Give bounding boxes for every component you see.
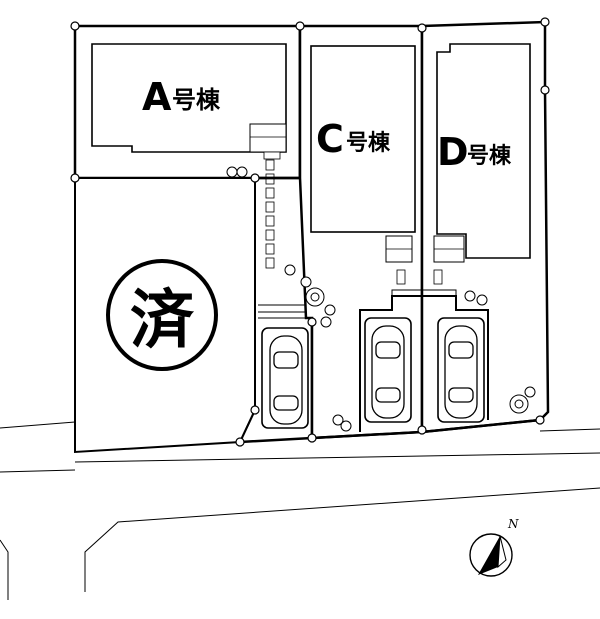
lot-d[interactable]: D 号棟 xyxy=(420,20,550,434)
building-d xyxy=(436,43,531,259)
svg-text:C: C xyxy=(316,117,344,161)
lot-c-label: C 号棟 xyxy=(316,117,391,161)
parking-space-a xyxy=(261,327,309,429)
parking-area-cd xyxy=(359,289,489,432)
svg-text:号棟: 号棟 xyxy=(467,143,512,169)
boundary-markers xyxy=(70,17,550,447)
parking-space-c xyxy=(364,317,412,423)
car-d xyxy=(444,325,478,419)
svg-text:A: A xyxy=(142,75,172,119)
parking-space-d xyxy=(437,317,485,423)
lot-a[interactable]: A 号棟 xyxy=(73,24,302,180)
entrance-a xyxy=(249,123,287,153)
lot-sold[interactable]: 済 xyxy=(74,177,256,454)
car-c xyxy=(371,325,405,419)
road-lines xyxy=(0,421,600,600)
compass: N xyxy=(469,517,519,577)
lot-d-label: D 号棟 xyxy=(437,130,512,174)
north-label: N xyxy=(507,517,519,531)
sold-stamp-text: 済 xyxy=(130,284,195,358)
building-c xyxy=(310,45,416,233)
svg-text:D: D xyxy=(437,130,469,174)
building-a xyxy=(91,43,287,153)
stepping-stones xyxy=(265,159,275,269)
svg-text:号棟: 号棟 xyxy=(172,86,221,114)
lot-a-label: A 号棟 xyxy=(142,75,221,119)
svg-text:号棟: 号棟 xyxy=(346,130,391,156)
sold-stamp xyxy=(106,259,218,371)
front-boundary xyxy=(239,418,541,444)
north-arrow-icon xyxy=(478,536,500,575)
car-a xyxy=(269,335,303,425)
shrubs xyxy=(226,166,536,432)
